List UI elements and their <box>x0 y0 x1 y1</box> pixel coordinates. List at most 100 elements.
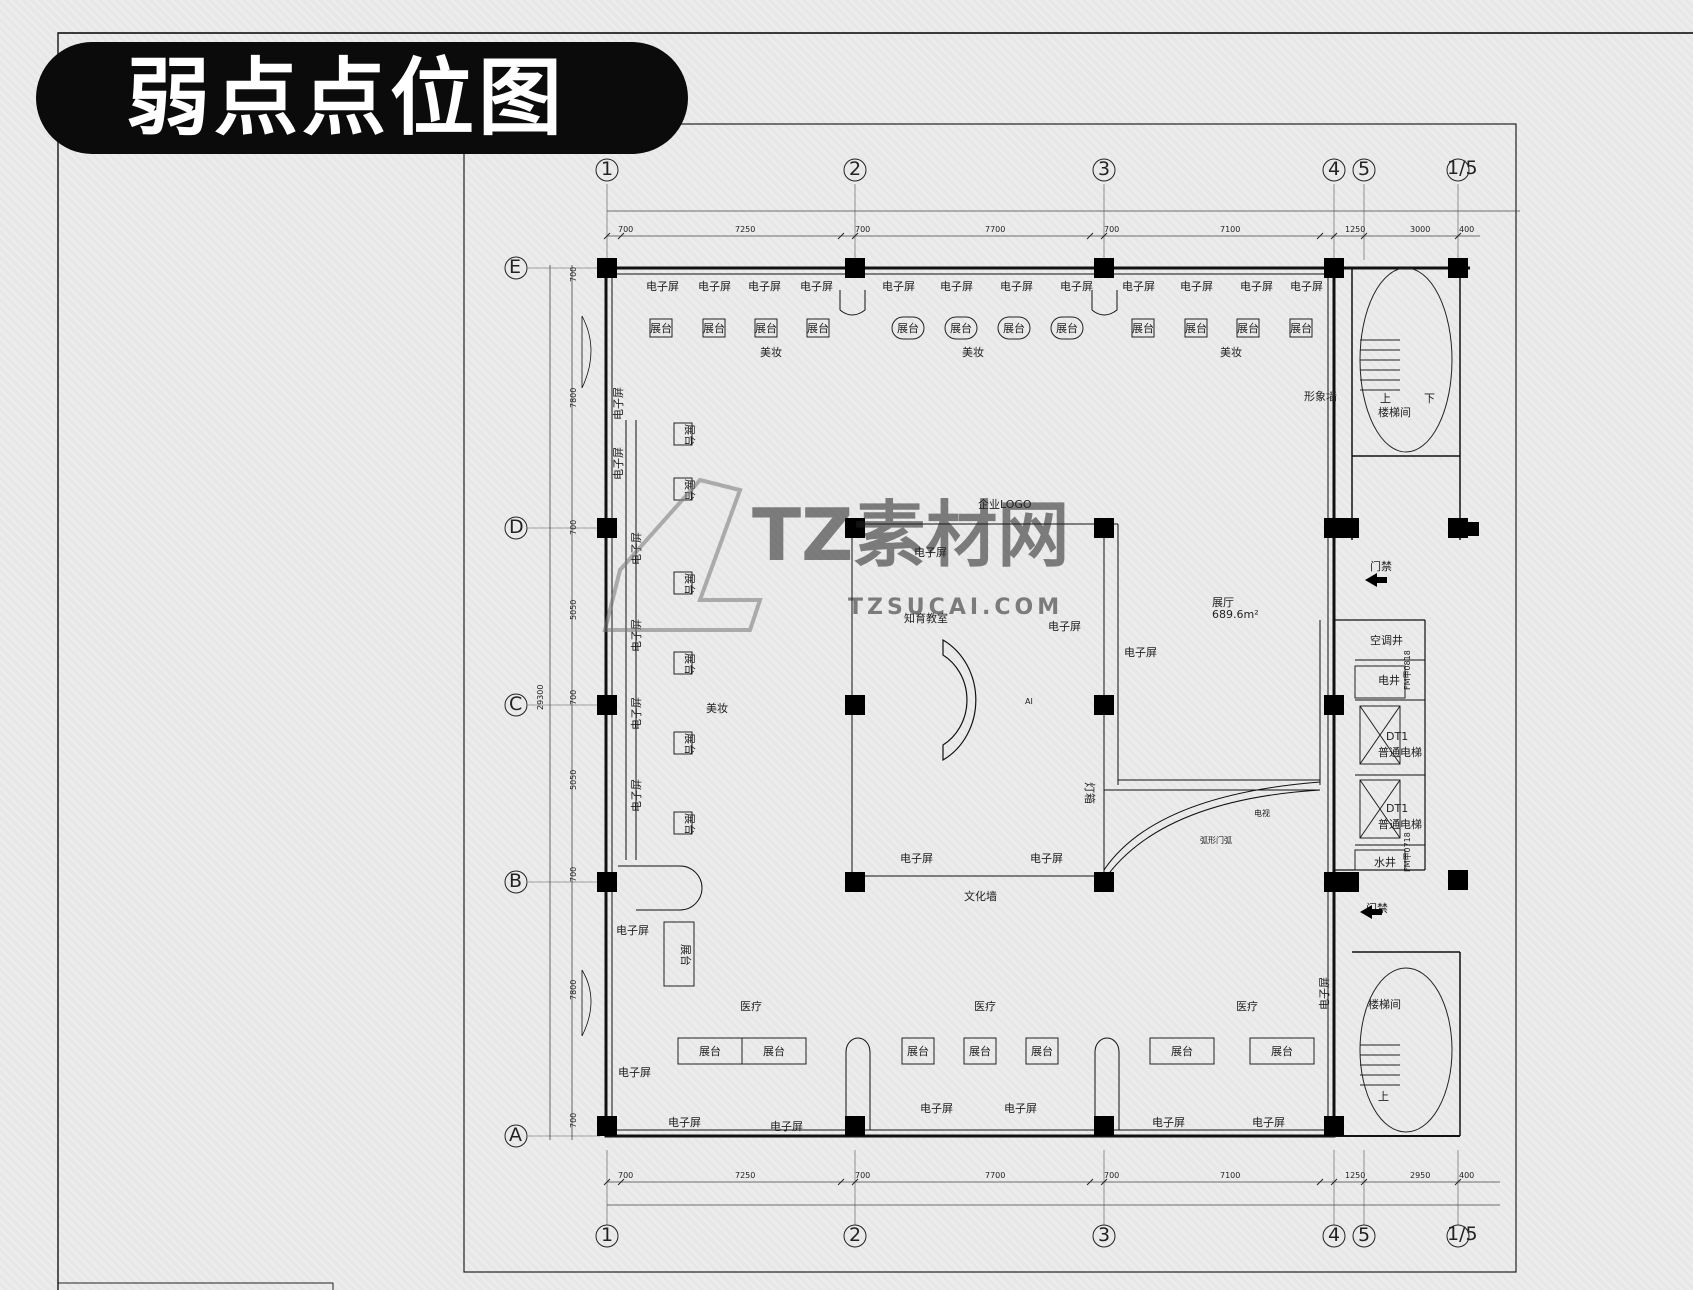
display-stand <box>1025 1037 1059 1065</box>
water-shaft-label: 水井 <box>1374 855 1396 869</box>
left-dimension: 700 <box>569 520 578 535</box>
hall-area-label: 689.6m² <box>1212 608 1259 621</box>
screen-label: 电子屏 <box>1000 280 1033 293</box>
axis-label: 1 <box>601 158 613 180</box>
axis-bubble <box>1092 158 1116 182</box>
zone-makeup-2: 美妆 <box>962 346 984 359</box>
column <box>597 1116 617 1136</box>
display-stand <box>944 316 978 340</box>
top-dimension: 1250 <box>1345 225 1365 234</box>
screen-label: 电子屏 <box>646 280 679 293</box>
stand-label: 展台 <box>1290 321 1312 335</box>
stair-down-1: 下 <box>1424 392 1435 405</box>
zone-medical-3: 医疗 <box>1236 999 1258 1013</box>
screen-label: 电子屏 <box>770 1120 803 1133</box>
stand-label: 展台 <box>1031 1044 1053 1058</box>
axis-label: 5 <box>1358 158 1370 180</box>
axis-label: A <box>509 1124 522 1146</box>
screen-label: 电子屏 <box>630 697 643 730</box>
title-badge: 弱点点位图 <box>36 42 688 154</box>
axis-bubble <box>1352 158 1376 182</box>
screen-label: 电子屏 <box>920 1102 953 1115</box>
column <box>1448 870 1468 890</box>
top-dimension: 700 <box>855 225 870 234</box>
column <box>1324 258 1344 278</box>
display-stand <box>702 318 726 338</box>
stairs <box>1354 267 1453 1133</box>
screen-label: 电子屏 <box>1122 280 1155 293</box>
curve-label: 弧形门弧 <box>1200 835 1232 845</box>
elec-shaft-label: 电井 <box>1378 673 1400 687</box>
bottom-dimension: 7100 <box>1220 1171 1240 1180</box>
display-stand <box>673 651 693 675</box>
stand-label: 展台 <box>1271 1044 1293 1058</box>
column <box>597 258 617 278</box>
axis-label: 3 <box>1098 1224 1110 1246</box>
axis-label: 1 <box>601 1224 613 1246</box>
stair-up-2: 上 <box>1378 1090 1389 1103</box>
column <box>1339 518 1359 538</box>
top-dimension: 700 <box>618 225 633 234</box>
display-stand <box>1184 318 1208 338</box>
bottom-dimension: 400 <box>1459 1171 1474 1180</box>
screen-label: 电子屏 <box>630 779 643 812</box>
axis-label: C <box>509 693 522 715</box>
axis-bubble <box>1322 1224 1346 1248</box>
drawing-frame <box>463 123 1517 1273</box>
left-dimension: 5050 <box>569 600 578 620</box>
display-stand <box>673 731 693 755</box>
access-arrow-icon <box>1365 573 1387 587</box>
left-dimension: 7800 <box>569 388 578 408</box>
ai-label: AI <box>1025 697 1033 706</box>
screen-label: 电子屏 <box>668 1116 701 1129</box>
top-dimension: 700 <box>1104 225 1119 234</box>
column <box>1339 872 1359 892</box>
display-stand <box>1249 1037 1315 1065</box>
bottom-dimension: 7700 <box>985 1171 1005 1180</box>
axis-label: 4 <box>1328 1224 1340 1246</box>
stand-label: 展台 <box>683 813 697 835</box>
door-code-2: FM甲0718 <box>1403 832 1412 872</box>
left-dimension: 7800 <box>569 980 578 1000</box>
stand-label: 展台 <box>699 1044 721 1058</box>
stand-label: 展台 <box>683 424 697 446</box>
screen-label: 电子屏 <box>1180 280 1213 293</box>
screen-label: 电子屏 <box>1152 1116 1185 1129</box>
display-stand <box>891 316 925 340</box>
display-stand <box>1236 318 1260 338</box>
axis-label: 3 <box>1098 158 1110 180</box>
axis-label: 1/5 <box>1447 1223 1478 1245</box>
display-stand <box>1050 316 1084 340</box>
hall-label: 展厅 <box>1212 596 1234 609</box>
axis-bubble <box>504 1124 528 1148</box>
image-wall-label: 形象墙 <box>1304 389 1337 403</box>
stand-label: 展台 <box>1185 321 1207 335</box>
display-stand <box>741 1037 807 1065</box>
column <box>597 695 617 715</box>
bottom-dimension: 2950 <box>1410 1171 1430 1180</box>
watermark-logo-icon <box>602 477 763 632</box>
zone-labels: 美妆 美妆 美妆 美妆 医疗 医疗 医疗 形象墙 楼梯间 楼梯间 上 下 上 企… <box>536 346 1435 1103</box>
tv-label: 电视 <box>1254 808 1270 818</box>
left-dimension: 700 <box>569 690 578 705</box>
bottom-dimension: 700 <box>855 1171 870 1180</box>
stand-label: 展台 <box>755 321 777 335</box>
axis-label: 1/5 <box>1447 157 1478 179</box>
axis-bubble <box>1092 1224 1116 1248</box>
access-label-1: 门禁 <box>1370 559 1392 573</box>
column <box>845 258 865 278</box>
column <box>1467 522 1479 536</box>
stand-label: 展台 <box>1056 321 1078 335</box>
door-code-1: FM甲0818 <box>1403 650 1412 690</box>
display-stand <box>673 571 693 595</box>
screen-labels: 电子屏电子屏电子屏电子屏电子屏电子屏电子屏电子屏电子屏电子屏电子屏电子屏电子屏电… <box>612 280 1331 1133</box>
zone-makeup-1: 美妆 <box>760 346 782 359</box>
screen-label: 电子屏 <box>882 280 915 293</box>
stand-label: 展台 <box>683 573 697 595</box>
access-arrow-icon <box>1360 905 1382 919</box>
screen-label: 电子屏 <box>1290 280 1323 293</box>
column <box>845 695 865 715</box>
stand-label: 展台 <box>907 1044 929 1058</box>
